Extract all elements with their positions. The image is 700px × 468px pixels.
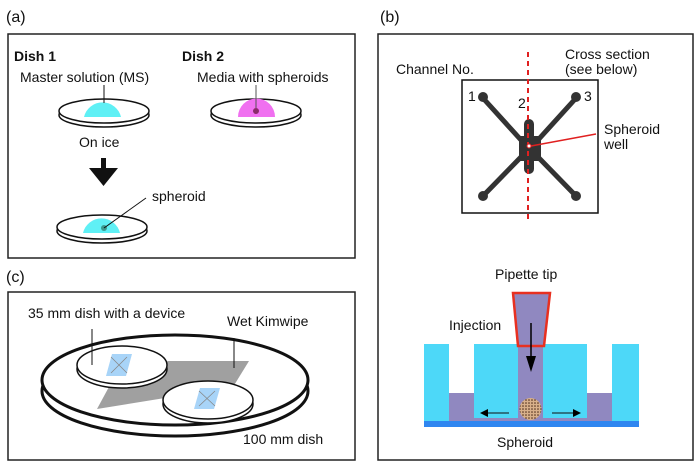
right-reservoir-air — [587, 344, 612, 393]
dish-result — [56, 197, 148, 244]
spheroid-well-leader — [530, 133, 597, 147]
port-1b — [478, 191, 488, 201]
dish2-title: Dish 2 — [182, 48, 224, 64]
pipette-tip — [511, 291, 552, 348]
panel-c-label: (c) — [6, 269, 25, 286]
cross-section-label-2: (see below) — [565, 61, 637, 77]
on-ice-label: On ice — [79, 134, 120, 150]
spheroid-well-marker — [526, 143, 532, 149]
big-dish-label: 100 mm dish — [243, 431, 323, 447]
spheroid-label-b: Spheroid — [497, 434, 553, 450]
cross-section-label-1: Cross section — [565, 46, 650, 62]
ms-with-spheroid-drop — [83, 218, 120, 233]
panel-b-frame — [377, 33, 694, 461]
dish-35mm-1 — [76, 345, 168, 389]
master-solution-drop — [84, 102, 121, 117]
channel-1-arm — [479, 94, 524, 143]
spheroid-in-media — [253, 108, 259, 114]
device-channels-1 — [110, 356, 128, 374]
spheroid-label-a: spheroid — [152, 188, 206, 204]
channel-3-return-arm — [535, 154, 580, 200]
dish1-title: Dish 1 — [14, 48, 56, 64]
channel-1-label: 1 — [468, 88, 476, 104]
device-channels-2 — [198, 390, 216, 407]
kimwipe-label: Wet Kimwipe — [227, 313, 309, 329]
channel-3-label: 3 — [584, 88, 592, 104]
spheroid — [519, 398, 542, 420]
spheroid-leader — [103, 197, 147, 229]
channel-no-label: Channel No. — [396, 61, 474, 77]
panel-a-frame — [7, 33, 356, 259]
channel-1-return-arm — [479, 154, 524, 200]
panel-a-label: (a) — [6, 9, 26, 26]
glass-bottom — [424, 421, 639, 427]
injection-arrow-icon — [526, 356, 536, 372]
dish2-caption: Media with spheroids — [197, 69, 329, 85]
dish-35mm-2 — [162, 380, 254, 424]
panel-b-label: (b) — [380, 9, 400, 26]
small-dish-label: 35 mm dish with a device — [28, 305, 185, 321]
left-reservoir-liquid — [449, 393, 474, 421]
dish2 — [210, 85, 302, 128]
port-1 — [478, 92, 488, 102]
wet-kimwipe — [97, 361, 249, 409]
channel-2-label: 2 — [518, 95, 526, 111]
injection-label: Injection — [449, 317, 501, 333]
dish1 — [58, 85, 150, 128]
channel-network — [479, 94, 580, 200]
down-arrow-icon — [89, 158, 118, 186]
right-reservoir-liquid — [587, 393, 612, 421]
panel-c-frame — [7, 291, 356, 461]
port-3b — [571, 191, 581, 201]
spheroid-well-label-1: Spheroid — [604, 121, 660, 137]
pipette-tip-label: Pipette tip — [495, 266, 557, 282]
left-reservoir-air — [449, 344, 474, 393]
dish1-caption: Master solution (MS) — [20, 69, 149, 85]
port-3 — [571, 92, 581, 102]
ports — [478, 92, 581, 201]
channel-3-arm — [535, 94, 580, 143]
spheroid-well-label-2: well — [603, 136, 628, 152]
